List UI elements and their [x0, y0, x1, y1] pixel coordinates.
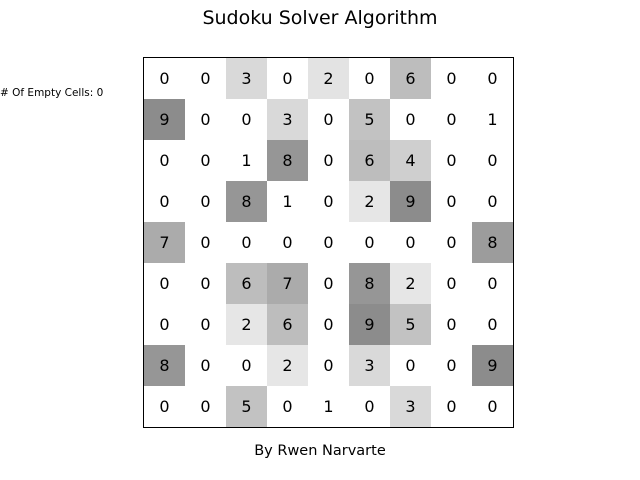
board-cell[interactable]: 0	[390, 345, 431, 386]
board-cell[interactable]: 0	[308, 99, 349, 140]
board-cell[interactable]: 9	[390, 181, 431, 222]
board-cell[interactable]: 4	[390, 140, 431, 181]
board-cell[interactable]: 0	[308, 263, 349, 304]
board-cell[interactable]: 0	[431, 181, 472, 222]
board-cell[interactable]: 1	[267, 181, 308, 222]
board-cell[interactable]: 0	[349, 386, 390, 427]
board-cell[interactable]: 3	[267, 99, 308, 140]
page-title: Sudoku Solver Algorithm	[202, 7, 438, 29]
board-cell[interactable]: 9	[472, 345, 513, 386]
board-cell[interactable]: 0	[267, 58, 308, 99]
board-cell[interactable]: 6	[267, 304, 308, 345]
board-cell[interactable]: 0	[185, 345, 226, 386]
board-cell[interactable]: 1	[226, 140, 267, 181]
board-cell[interactable]: 6	[390, 58, 431, 99]
board-cell[interactable]: 0	[308, 222, 349, 263]
board-cell[interactable]: 3	[390, 386, 431, 427]
board-cell[interactable]: 5	[349, 99, 390, 140]
board-cell[interactable]: 5	[226, 386, 267, 427]
board-cell[interactable]: 0	[226, 99, 267, 140]
board-cell[interactable]: 7	[144, 222, 185, 263]
board-cell[interactable]: 0	[185, 140, 226, 181]
board-cell[interactable]: 0	[472, 263, 513, 304]
board-cell[interactable]: 8	[472, 222, 513, 263]
board-cell[interactable]: 0	[185, 222, 226, 263]
board-cell[interactable]: 0	[431, 99, 472, 140]
board-cell[interactable]: 2	[349, 181, 390, 222]
board-cell[interactable]: 8	[144, 345, 185, 386]
board-cell[interactable]: 0	[308, 345, 349, 386]
author-credit: By Rwen Narvarte	[254, 443, 386, 459]
board-cell[interactable]: 0	[472, 181, 513, 222]
board-cell[interactable]: 0	[144, 140, 185, 181]
board-cell[interactable]: 1	[472, 99, 513, 140]
board-cell[interactable]: 0	[185, 386, 226, 427]
board-cell[interactable]: 9	[144, 99, 185, 140]
empty-cells-counter: # Of Empty Cells: 0	[0, 87, 104, 99]
board-cell[interactable]: 2	[267, 345, 308, 386]
board-cell[interactable]: 8	[349, 263, 390, 304]
board-cell[interactable]: 0	[185, 58, 226, 99]
board-cell[interactable]: 1	[308, 386, 349, 427]
board-cell[interactable]: 0	[185, 263, 226, 304]
board-cell[interactable]: 6	[349, 140, 390, 181]
board-cell[interactable]: 0	[185, 99, 226, 140]
board-cell[interactable]: 3	[226, 58, 267, 99]
board-cell[interactable]: 0	[144, 58, 185, 99]
board-cell[interactable]: 0	[144, 263, 185, 304]
board-cell[interactable]: 0	[390, 99, 431, 140]
board-cell[interactable]: 2	[308, 58, 349, 99]
board-cell[interactable]: 0	[431, 304, 472, 345]
board-cell[interactable]: 0	[226, 222, 267, 263]
board-cell[interactable]: 0	[431, 222, 472, 263]
board-cell[interactable]: 0	[472, 386, 513, 427]
board-cell[interactable]: 6	[226, 263, 267, 304]
board-cell[interactable]: 0	[144, 304, 185, 345]
board-cell[interactable]: 8	[226, 181, 267, 222]
board-cell[interactable]: 0	[431, 58, 472, 99]
board-cell[interactable]: 7	[267, 263, 308, 304]
board-cell[interactable]: 0	[431, 263, 472, 304]
board-cell[interactable]: 0	[472, 140, 513, 181]
board-cell[interactable]: 2	[390, 263, 431, 304]
board-cell[interactable]: 0	[390, 222, 431, 263]
board-cell[interactable]: 0	[308, 181, 349, 222]
board-cell[interactable]: 0	[308, 304, 349, 345]
board-cell[interactable]: 0	[185, 181, 226, 222]
board-cell[interactable]: 9	[349, 304, 390, 345]
board-cell[interactable]: 8	[267, 140, 308, 181]
board-cell[interactable]: 3	[349, 345, 390, 386]
board-cell[interactable]: 0	[144, 181, 185, 222]
board-cell[interactable]: 5	[390, 304, 431, 345]
board-cell[interactable]: 0	[431, 345, 472, 386]
board-cell[interactable]: 0	[144, 386, 185, 427]
board-cell[interactable]: 0	[431, 140, 472, 181]
board-cell[interactable]: 2	[226, 304, 267, 345]
board-cell[interactable]: 0	[308, 140, 349, 181]
board-cell[interactable]: 0	[431, 386, 472, 427]
board-cell[interactable]: 0	[226, 345, 267, 386]
board-cell[interactable]: 0	[472, 304, 513, 345]
board-cell[interactable]: 0	[185, 304, 226, 345]
board-cell[interactable]: 0	[472, 58, 513, 99]
board-cell[interactable]: 0	[349, 58, 390, 99]
board-cell[interactable]: 0	[267, 386, 308, 427]
board-cell[interactable]: 0	[349, 222, 390, 263]
board-cell[interactable]: 0	[267, 222, 308, 263]
